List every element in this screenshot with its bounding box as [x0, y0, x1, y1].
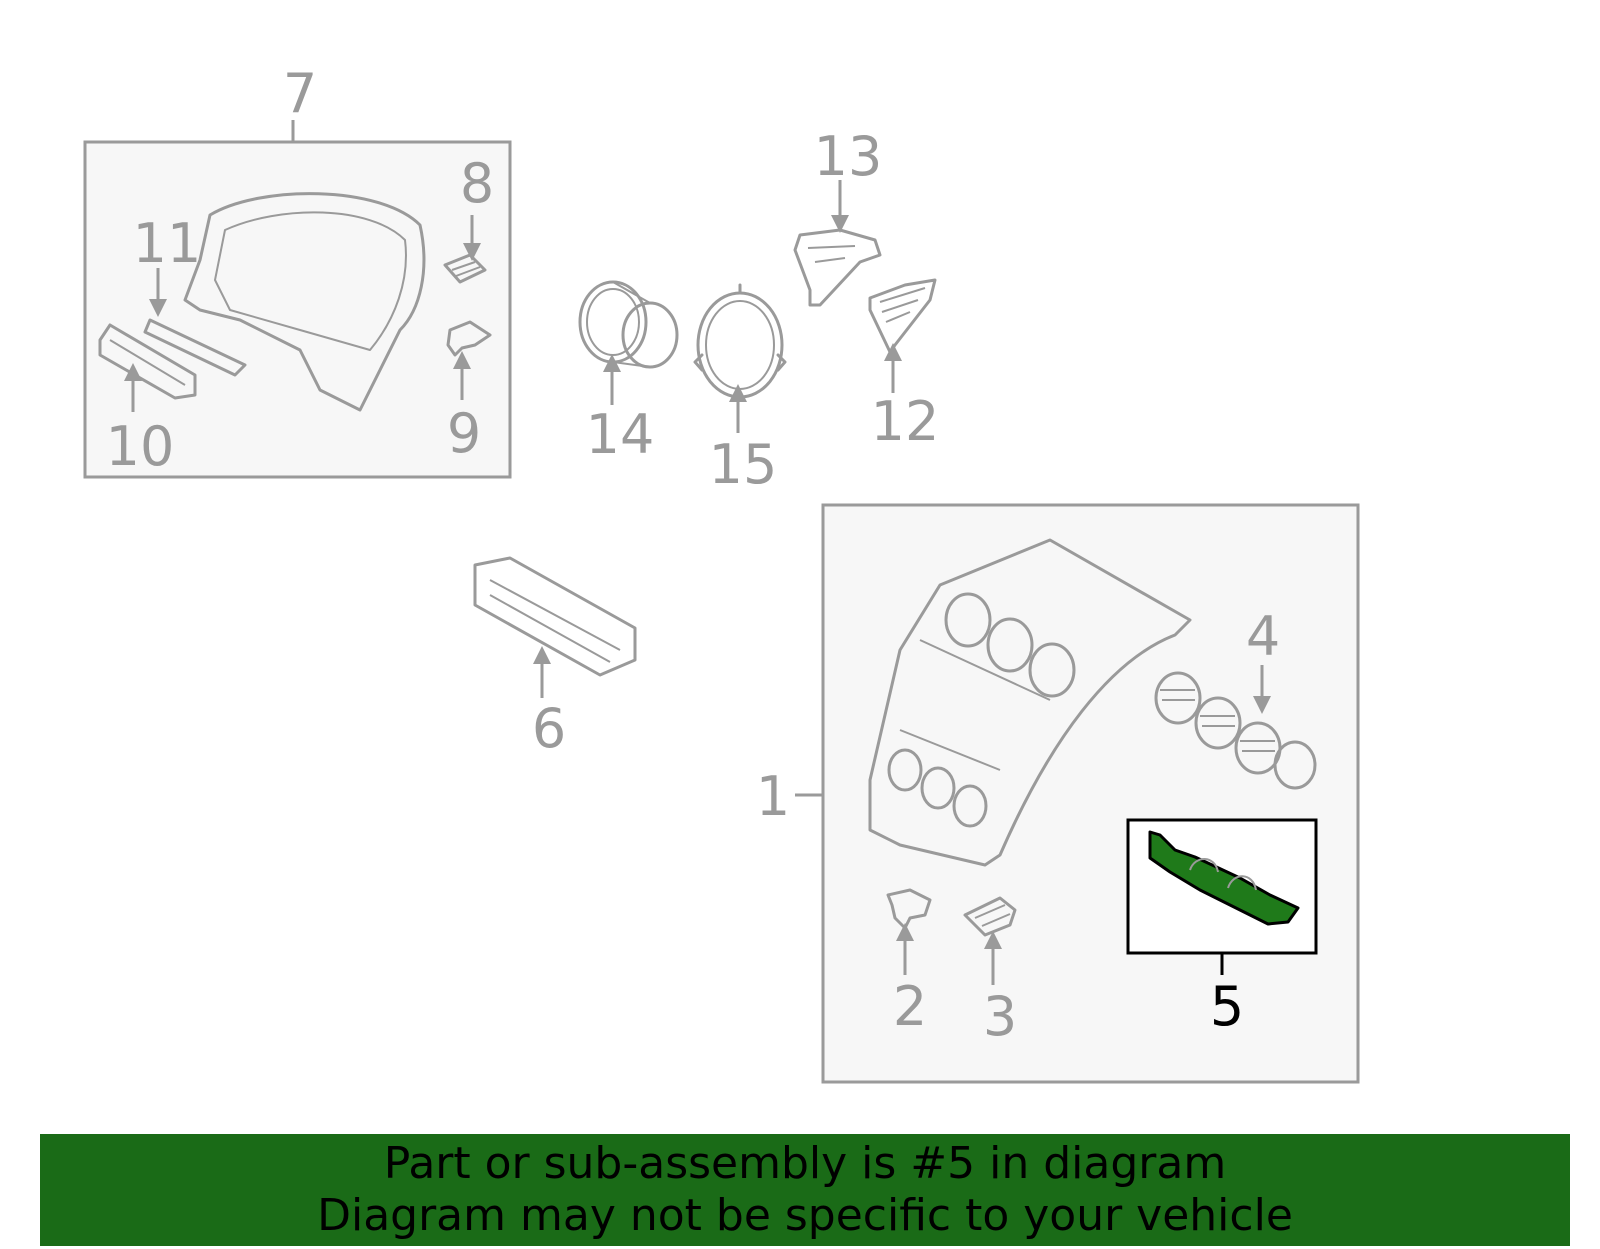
callout-9-label[interactable]: 9 [447, 402, 481, 465]
callout-11-label[interactable]: 11 [133, 212, 202, 275]
callout-15-label[interactable]: 15 [709, 433, 778, 496]
callout-13-label[interactable]: 13 [814, 125, 883, 188]
callout-14-label[interactable]: 14 [586, 403, 655, 466]
assembly-1-box [821, 503, 1360, 1084]
callout-5-label[interactable]: 5 [1210, 975, 1244, 1038]
callout-2-label[interactable]: 2 [893, 975, 927, 1038]
callout-8-label[interactable]: 8 [460, 152, 494, 215]
part-13-trim[interactable] [793, 228, 882, 307]
part-6-switch-panel[interactable] [473, 556, 637, 677]
callout-4-label[interactable]: 4 [1246, 605, 1280, 668]
callout-1-label[interactable]: 1 [756, 765, 790, 828]
part-15-ring[interactable] [693, 283, 787, 399]
part-5-highlighted-group: 5 [1126, 818, 1318, 1038]
part-8-clip[interactable] [443, 253, 487, 284]
banner-line-1: Part or sub-assembly is #5 in diagram [383, 1138, 1227, 1189]
part-11-strip[interactable] [143, 318, 247, 377]
callout-3-label[interactable]: 3 [983, 985, 1017, 1048]
part-2-clip[interactable] [886, 888, 932, 930]
part-9-clip[interactable] [446, 320, 492, 357]
part-10-bracket[interactable] [98, 323, 197, 400]
assembly-1-group: 1 4 5 [756, 503, 1360, 1084]
assembly-7-group: 7 11 10 8 9 [83, 62, 512, 479]
callout-10-label[interactable]: 10 [106, 415, 175, 478]
part-4-vents[interactable] [1154, 671, 1317, 790]
part-3-clip[interactable] [963, 896, 1017, 937]
part-7-cluster-hood[interactable] [183, 192, 426, 412]
callout-6-label[interactable]: 6 [532, 697, 566, 760]
callout-7-label[interactable]: 7 [283, 62, 317, 125]
callout-12-label[interactable]: 12 [871, 390, 940, 453]
info-banner: Part or sub-assembly is #5 in diagram Di… [40, 1134, 1570, 1246]
part-1-center-bezel[interactable] [868, 538, 1192, 867]
banner-line-2: Diagram may not be specific to your vehi… [317, 1190, 1293, 1241]
part-12-trim[interactable] [868, 278, 937, 354]
part-14-gauge[interactable] [578, 280, 679, 369]
part-5-trim-highlighted[interactable] [1148, 830, 1300, 926]
